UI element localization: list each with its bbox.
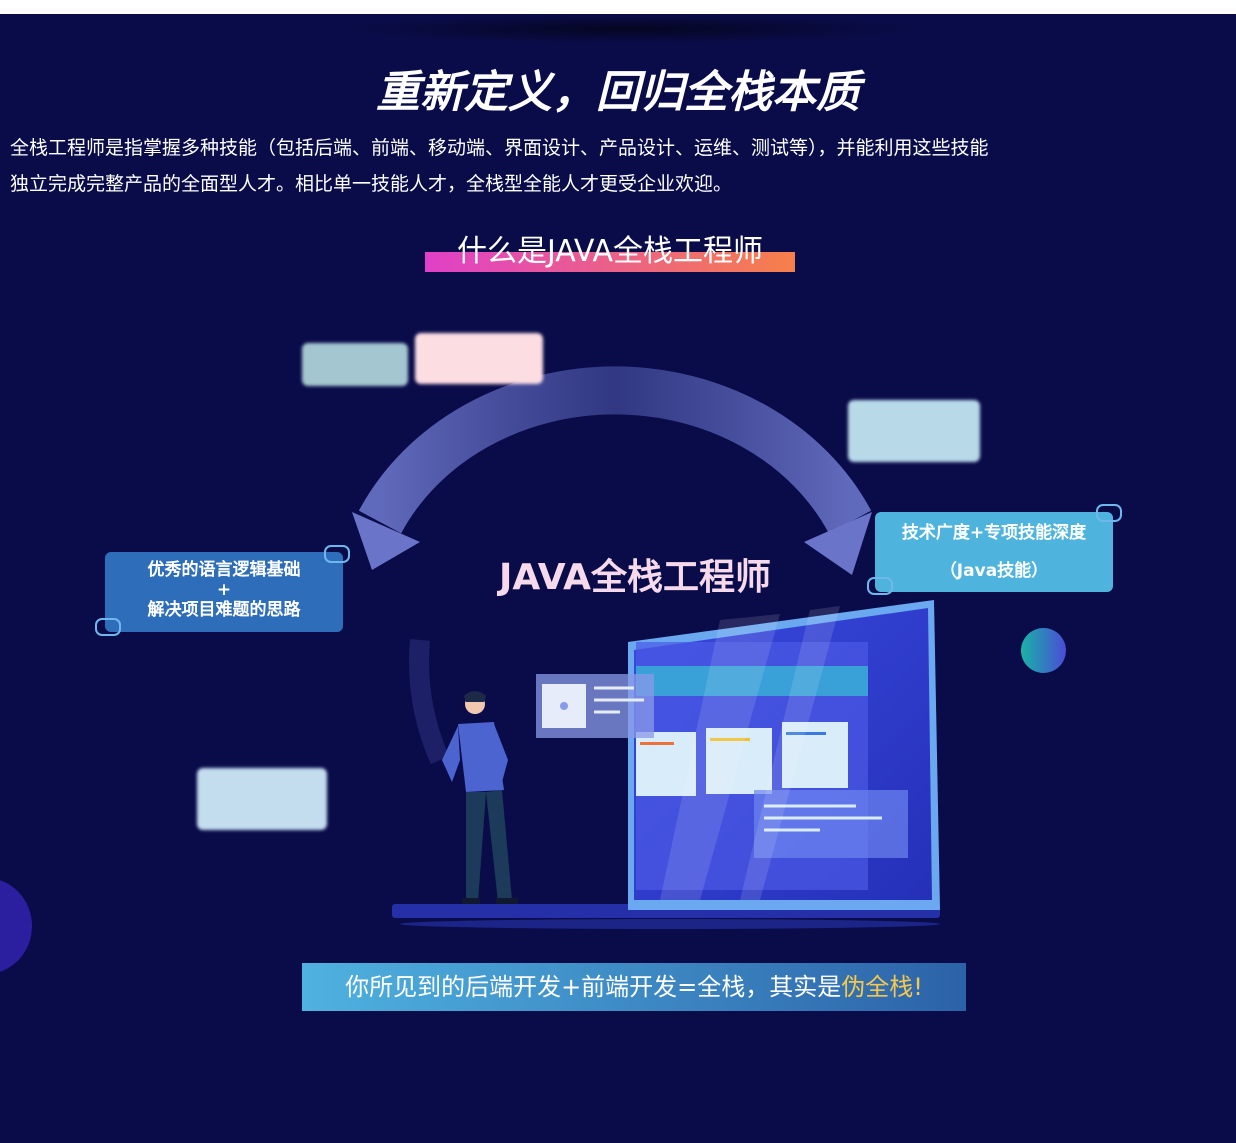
badge-ring-decoration	[324, 545, 350, 563]
fake-fullstack-banner: 你所见到的后端开发+前端开发=全栈，其实是伪全栈!	[302, 963, 966, 1011]
arc-arrow-right	[804, 512, 872, 575]
fullstack-illustration	[352, 366, 940, 929]
blurred-card-3	[848, 400, 980, 462]
platform-shadow	[400, 919, 940, 929]
arc-arrow-left	[352, 512, 420, 570]
banner-highlight-text: 伪全栈!	[841, 973, 923, 1001]
right-skill-badge: 技术广度+专项技能深度 （Java技能）	[875, 512, 1113, 592]
badge-ring-decoration	[867, 577, 893, 595]
section-heading-underline	[425, 252, 795, 272]
laptop	[628, 600, 940, 910]
banner-main-text: 你所见到的后端开发+前端开发=全栈，其实是	[345, 973, 842, 1001]
blurred-card-2	[415, 333, 543, 384]
left-badge-line-2: +	[216, 580, 232, 600]
badge-ring-decoration	[1096, 504, 1122, 522]
section-heading: 什么是JAVA全栈工程师	[425, 224, 795, 272]
intro-paragraph: 全栈工程师是指掌握多种技能（包括后端、前端、移动端、界面设计、产品设计、运维、测…	[10, 130, 1090, 202]
faint-ring	[409, 639, 450, 765]
left-badge-line-1: 优秀的语言逻辑基础	[147, 560, 301, 580]
intro-line-2: 独立完成完整产品的全面型人才。相比单一技能人才，全栈型全能人才更受企业欢迎。	[10, 173, 733, 195]
left-badge-line-3: 解决项目难题的思路	[147, 600, 301, 620]
center-title: JAVA全栈工程师	[498, 557, 772, 598]
cycle-arc	[358, 366, 872, 534]
right-badge-line-1: 技术广度+专项技能深度	[901, 523, 1087, 543]
top-shadow	[330, 14, 930, 44]
floating-panel	[536, 674, 654, 738]
section-title: 什么是JAVA全栈工程师	[456, 234, 764, 269]
left-skill-badge: 优秀的语言逻辑基础 + 解决项目难题的思路	[105, 552, 343, 632]
right-badge-line-2: （Java技能）	[939, 561, 1049, 581]
badge-ring-decoration	[95, 618, 121, 636]
blurred-card-4	[197, 768, 327, 830]
decorative-circle-right	[1021, 628, 1066, 673]
page-title: 重新定义，回归全栈本质	[376, 67, 860, 118]
blurred-card-1	[302, 343, 408, 386]
top-strip	[0, 0, 1236, 14]
person-figure	[442, 691, 518, 904]
intro-line-1: 全栈工程师是指掌握多种技能（包括后端、前端、移动端、界面设计、产品设计、运维、测…	[10, 137, 989, 159]
